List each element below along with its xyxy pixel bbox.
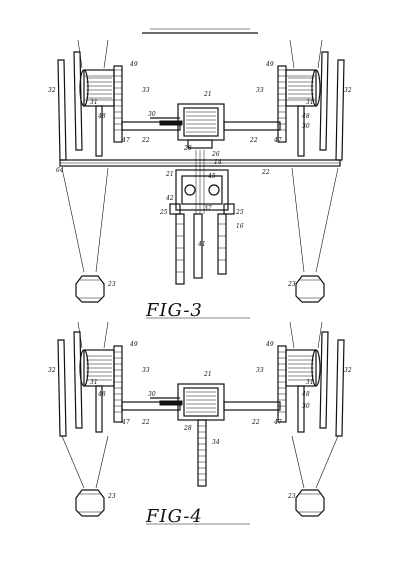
figure-3: 21 32 32 31 31 48 48 49 49 33 33 22 22 4… <box>48 39 352 321</box>
svg-text:47: 47 <box>273 419 282 426</box>
figure-3-caption: FIG-3 <box>145 300 250 321</box>
svg-text:FIG-4: FIG-4 <box>145 506 203 527</box>
figure-4-caption: FIG-4 <box>145 506 250 527</box>
svg-text:33: 33 <box>142 367 150 374</box>
svg-text:22: 22 <box>261 169 270 176</box>
svg-text:49: 49 <box>265 341 274 348</box>
svg-text:48: 48 <box>97 113 106 120</box>
svg-text:49: 49 <box>129 61 138 68</box>
svg-text:48: 48 <box>301 113 310 120</box>
svg-text:30: 30 <box>148 391 156 398</box>
svg-text:37: 37 <box>204 205 212 212</box>
svg-text:25: 25 <box>235 209 244 216</box>
svg-text:49: 49 <box>129 341 138 348</box>
svg-text:47: 47 <box>121 137 130 144</box>
svg-text:FIG-3: FIG-3 <box>145 300 203 321</box>
svg-text:32: 32 <box>344 367 352 374</box>
svg-text:21: 21 <box>203 371 212 378</box>
svg-text:45: 45 <box>207 173 216 180</box>
svg-text:32: 32 <box>48 87 56 94</box>
svg-text:14: 14 <box>214 159 222 166</box>
svg-text:21: 21 <box>203 91 212 98</box>
svg-text:23: 23 <box>287 493 296 500</box>
svg-text:47: 47 <box>273 137 282 144</box>
svg-text:47: 47 <box>121 419 130 426</box>
svg-text:30: 30 <box>302 403 310 410</box>
svg-text:25: 25 <box>159 209 168 216</box>
svg-text:33: 33 <box>256 87 264 94</box>
svg-text:23: 23 <box>107 281 116 288</box>
svg-text:48: 48 <box>97 391 106 398</box>
svg-text:31: 31 <box>90 99 98 106</box>
svg-text:22: 22 <box>251 419 260 426</box>
svg-text:21: 21 <box>165 171 174 178</box>
svg-text:30: 30 <box>148 111 156 118</box>
svg-text:41: 41 <box>197 241 206 248</box>
svg-text:64: 64 <box>56 167 64 174</box>
svg-text:22: 22 <box>249 137 258 144</box>
top-caption-fragment <box>142 28 258 34</box>
svg-text:28: 28 <box>183 425 192 432</box>
svg-text:32: 32 <box>344 87 352 94</box>
svg-text:31: 31 <box>90 379 98 386</box>
svg-text:23: 23 <box>287 281 296 288</box>
svg-text:33: 33 <box>256 367 264 374</box>
svg-text:42: 42 <box>165 195 174 202</box>
figure-4: 21 32 32 31 31 48 48 49 49 33 33 22 22 4… <box>48 321 352 527</box>
svg-text:31: 31 <box>306 99 314 106</box>
svg-text:31: 31 <box>306 379 314 386</box>
svg-text:22: 22 <box>141 137 150 144</box>
svg-text:33: 33 <box>142 87 150 94</box>
svg-text:34: 34 <box>212 439 220 446</box>
svg-text:48: 48 <box>301 391 310 398</box>
svg-text:30: 30 <box>302 123 310 130</box>
svg-text:23: 23 <box>107 493 116 500</box>
svg-text:26: 26 <box>211 151 220 158</box>
svg-text:16: 16 <box>236 223 244 230</box>
svg-text:49: 49 <box>265 61 274 68</box>
svg-text:22: 22 <box>141 419 150 426</box>
svg-text:32: 32 <box>48 367 56 374</box>
svg-text:28: 28 <box>183 145 192 152</box>
